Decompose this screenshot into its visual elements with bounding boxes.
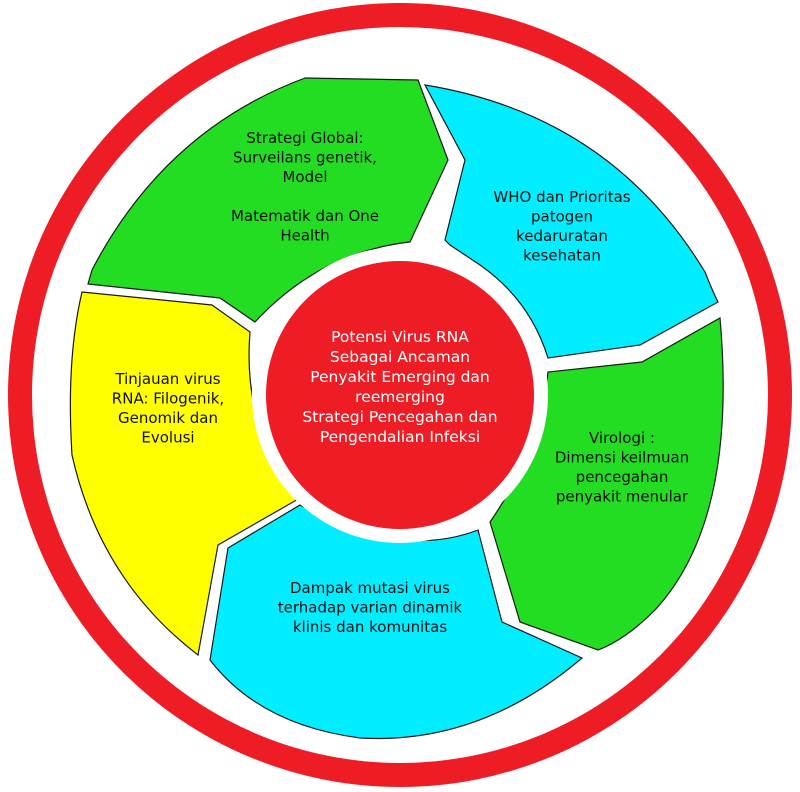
text-line: Dimensi keilmuan [555, 449, 689, 467]
text-line: Matematik dan One [231, 207, 379, 225]
center-disc [266, 261, 534, 529]
text-line: RNA: Filogenik, [112, 390, 224, 408]
text-line: Potensi Virus RNA [331, 328, 469, 346]
text-line: Genomik dan [118, 409, 218, 427]
text-line: terhadap varian dinamik [278, 599, 463, 617]
text-line: patogen [531, 208, 593, 226]
text-line: Evolusi [141, 429, 194, 447]
segment-top-left [87, 77, 449, 323]
text-line: Pengendalian Infeksi [320, 428, 480, 446]
text-line: kesehatan [523, 247, 601, 265]
text-line: Penyakit Emerging dan [310, 368, 490, 386]
segment-top-left-text: Strategi Global: Surveilans genetik,Model… [231, 129, 379, 245]
text-line: WHO dan Prioritas [493, 188, 630, 206]
text-line: reemerging [355, 388, 445, 406]
text-line: Strategi Pencegahan dan [302, 408, 497, 426]
text-line: Health [280, 227, 329, 245]
text-line: klinis dan komunitas [293, 618, 447, 636]
text-line: pencegahan [576, 468, 669, 486]
text-line [303, 188, 308, 206]
text-line: Tinjauan virus [114, 370, 220, 388]
text-line: Model [282, 168, 327, 186]
segment-bottom-text: Dampak mutasi virus terhadap varian dinam… [278, 579, 463, 636]
text-line: kedaruratan [516, 227, 608, 245]
segment-top-right [423, 84, 719, 359]
text-line: Dampak mutasi virus [290, 579, 450, 597]
text-line: Surveilans genetik, [233, 149, 377, 167]
text-line: Virologi : [589, 429, 655, 447]
text-line: Sebagai Ancaman [330, 348, 470, 366]
text-line: penyakit menular [556, 488, 689, 506]
text-line: Strategi Global: [246, 129, 363, 147]
